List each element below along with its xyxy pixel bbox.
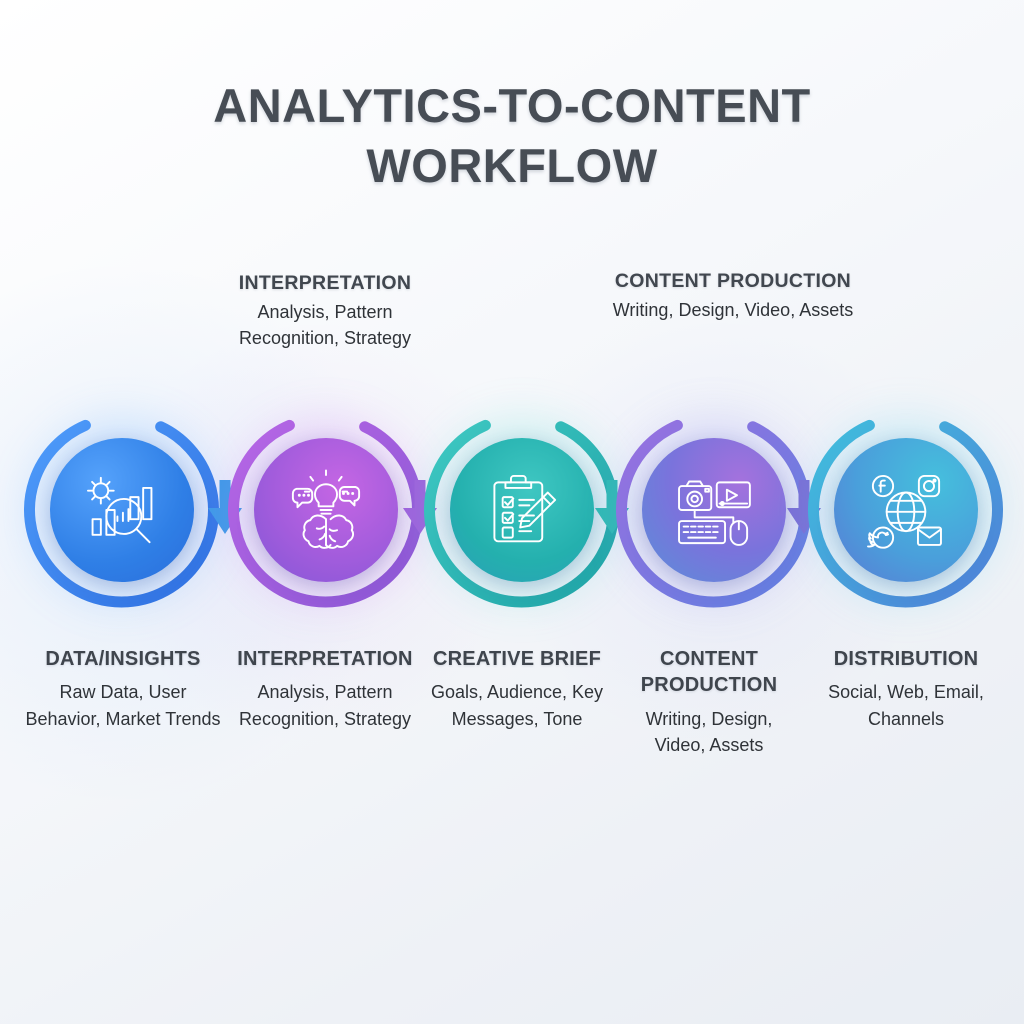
node-core (642, 438, 786, 582)
top-caption-heading: CONTENT PRODUCTION (614, 270, 852, 292)
stage-heading: DATA/INSIGHTS (45, 648, 201, 670)
bottom-caption-content-production: CONTENT PRODUCTION Writing, Design, Vide… (618, 646, 800, 758)
stage-node-distribution[interactable] (792, 396, 1020, 624)
node-ring (422, 410, 622, 610)
bottom-caption-interpretation: INTERPRETATION Analysis, Pattern Recogni… (222, 646, 428, 732)
stage-description: Writing, Design, Video, Assets (645, 708, 773, 756)
node-core (450, 438, 594, 582)
node-ring (806, 410, 1006, 610)
node-core (50, 438, 194, 582)
stage-node-interpretation[interactable] (212, 396, 440, 624)
clipboard-checklist-pencil-icon (493, 474, 557, 543)
node-ring (22, 410, 222, 610)
bottom-caption-creative-brief: CREATIVE BRIEF Goals, Audience, Key Mess… (428, 646, 606, 732)
stage-heading: DISTRIBUTION (833, 648, 979, 670)
stage-description: Raw Data, User Behavior, Market Trends (25, 682, 221, 729)
camera-video-keyboard-mouse-icon (678, 480, 751, 546)
stage-heading: INTERPRETATION (237, 648, 413, 670)
top-caption-description: Writing, Design, Video, Assets (612, 300, 854, 321)
stage-description: Goals, Audience, Key Messages, Tone (430, 682, 604, 729)
bottom-caption-data-insights: DATA/INSIGHTS Raw Data, User Behavior, M… (20, 646, 226, 732)
stage-node-creative-brief[interactable] (408, 396, 636, 624)
title-line-1: ANALYTICS-TO-CONTENT (213, 79, 811, 132)
stage-heading: CREATIVE BRIEF (433, 648, 601, 670)
top-caption-interpretation: INTERPRETATION Analysis, Pattern Recogni… (210, 270, 440, 351)
node-core (254, 438, 398, 582)
stage-node-data-insights[interactable] (8, 396, 236, 624)
bottom-caption-distribution: DISTRIBUTION Social, Web, Email, Channel… (808, 646, 1004, 732)
globe-social-email-icon (867, 474, 942, 549)
title-line-2: WORKFLOW (366, 139, 658, 193)
top-caption-heading: INTERPRETATION (238, 272, 412, 294)
analytics-gear-magnifier-icon (86, 476, 153, 544)
stage-heading: CONTENT PRODUCTION (640, 648, 778, 697)
top-caption-description: Analysis, Pattern Recognition, Strategy (238, 302, 412, 348)
node-core (834, 438, 978, 582)
stage-description: Social, Web, Email, Channels (828, 682, 984, 729)
stage-description: Analysis, Pattern Recognition, Strategy (238, 682, 412, 729)
node-ring (614, 410, 814, 610)
node-ring (226, 410, 426, 610)
brain-lightbulb-idea-icon (291, 469, 361, 549)
top-caption-content-production: CONTENT PRODUCTION Writing, Design, Vide… (608, 268, 858, 324)
page-title: ANALYTICS-TO-CONTENT WORKFLOW (0, 76, 1024, 196)
